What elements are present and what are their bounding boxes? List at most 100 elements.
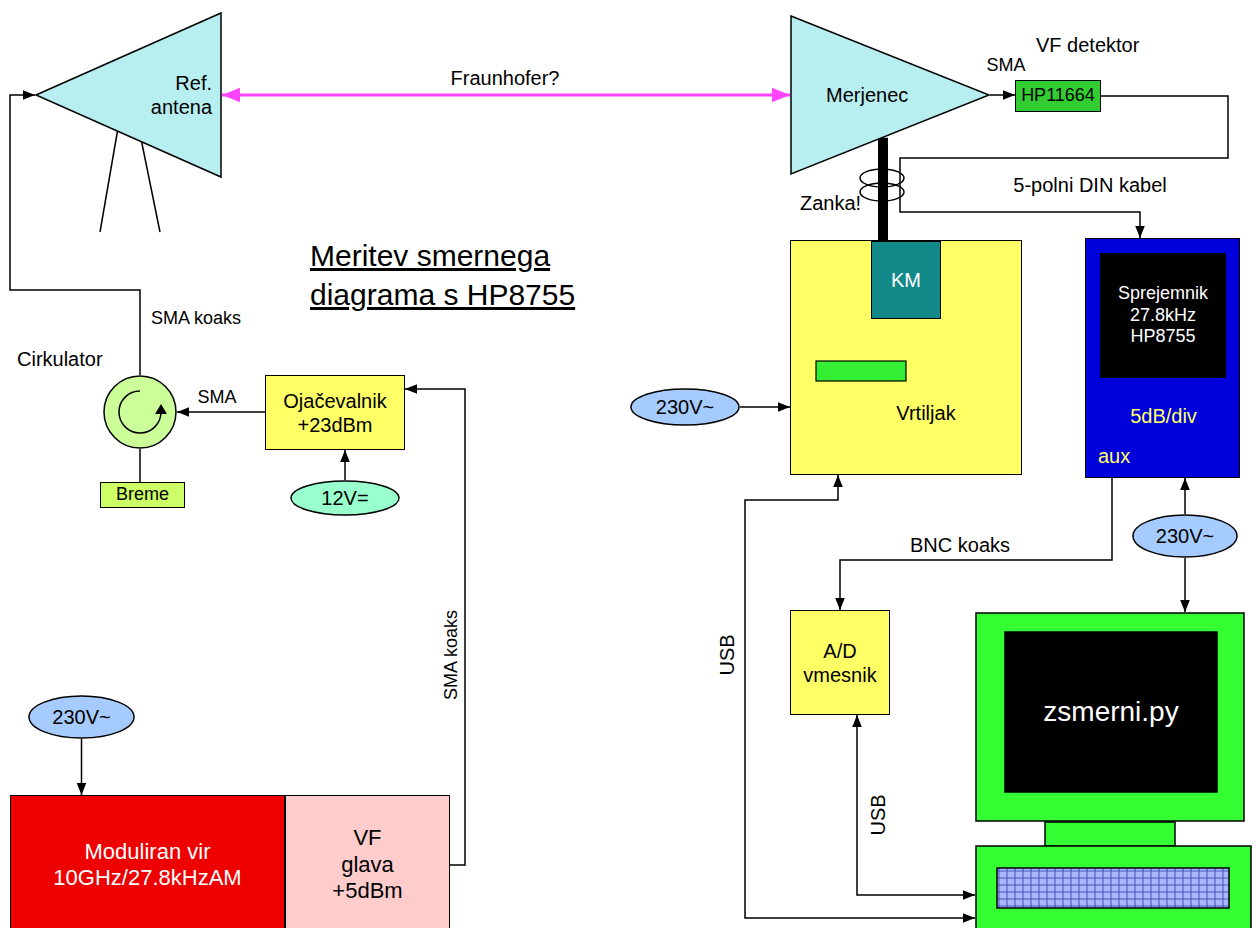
rotation-arrow [119, 391, 161, 433]
text-slot: VF detektor [1036, 33, 1139, 57]
horn-antenna: Merjenec [790, 15, 990, 175]
node-text: aux [1098, 444, 1130, 468]
connector [10, 95, 140, 375]
edge-label: 5-polni DIN kabel [1011, 174, 1168, 197]
node-text: 230V~ [1156, 524, 1214, 548]
detector-box: VF detektorHP11664 [1015, 80, 1101, 112]
motor-box: KM [871, 241, 941, 319]
shape-graphic [35, 12, 222, 178]
node-text: KM [891, 268, 921, 292]
horn-antenna: Ref. antena [35, 12, 222, 178]
text-slot: BNC koaks [908, 534, 1012, 557]
computer-node: zsmerni.py [975, 612, 1252, 928]
node-text: 12V= [321, 486, 368, 510]
node-text: Ref. antena [137, 71, 212, 119]
connector [857, 715, 975, 895]
node-text: VF glava +5dBm [330, 825, 405, 904]
text-slot: Cirkulator [17, 347, 103, 371]
connector [405, 389, 465, 865]
shape-outline [29, 696, 134, 738]
note-label: Zanka! [800, 192, 861, 215]
node-text: Merjenec [826, 83, 908, 107]
edge-label: SMA [984, 55, 1027, 76]
shape-outline [791, 16, 989, 174]
node-text: Vrtiljak [871, 401, 981, 425]
node-text: Sprejemnik 27.8kHz HP8755 [1105, 283, 1221, 348]
node-text: Ojačevalnik +23dBm [270, 389, 400, 437]
source-box: Moduliran vir 10GHz/27.8kHzAM [10, 795, 285, 928]
mains-ellipse: 230V~ [28, 695, 135, 739]
connector [81, 739, 83, 795]
node-text: 230V~ [52, 705, 110, 729]
receiver-box: 5dB/div aux Sprejemnik 27.8kHz HP8755 [1085, 238, 1240, 478]
supply-ellipse: 12V= [290, 480, 400, 516]
mount-stem [878, 138, 888, 241]
text-slot: zsmerni.py [1005, 632, 1217, 792]
turntable-box: Vrtiljak KM [790, 240, 1022, 475]
connector [222, 94, 790, 97]
interface-box: A/D vmesnik [790, 610, 890, 715]
text-slot: 5-polni DIN kabel [1011, 174, 1168, 197]
text-slot: SMA [195, 387, 238, 408]
connector [740, 406, 790, 408]
node-text: Breme [116, 484, 169, 506]
display-window [816, 361, 906, 381]
circulator-circle: Cirkulator [103, 375, 177, 449]
text-slot: USB [867, 792, 890, 837]
receiver-screen: Sprejemnik 27.8kHz HP8755 [1100, 253, 1226, 378]
edge-label: SMA koaks [441, 608, 462, 702]
connector [840, 478, 1112, 610]
text-slot: SMA [984, 55, 1027, 76]
diagram-title: Meritev smernega diagrama s HP8755 [310, 236, 640, 314]
connector [139, 449, 141, 482]
connector [990, 94, 1015, 96]
node-text: zsmerni.py [1043, 695, 1178, 729]
shape-outline [104, 376, 176, 448]
node-text: Cirkulator [17, 347, 103, 371]
edge-label: SMA [195, 387, 238, 408]
text-slot: Zanka! [800, 192, 861, 215]
connector [344, 450, 346, 480]
shape-outline [1133, 515, 1237, 557]
edge-label: SMA koaks [149, 308, 243, 329]
connector [900, 96, 1228, 238]
node-text: Moduliran vir 10GHz/27.8kHzAM [15, 839, 280, 892]
edge-label: BNC koaks [908, 534, 1012, 557]
shape-outline [36, 13, 221, 177]
text-slot: USB [716, 632, 739, 677]
monitor-stand [1045, 822, 1175, 846]
text-slot: Vrtiljak [871, 401, 981, 425]
computer-base [976, 846, 1251, 928]
shape-graphic [103, 375, 177, 449]
rotation-arrowhead [155, 404, 167, 414]
connector [1184, 558, 1186, 612]
node-text: 5dB/div [1086, 404, 1241, 428]
text-slot: aux [1098, 444, 1130, 468]
mains-ellipse: 230V~ [630, 388, 740, 426]
keyboard [997, 868, 1229, 908]
monitor-bezel [976, 613, 1244, 821]
connector [177, 411, 265, 413]
edge-label: USB [867, 792, 890, 837]
monitor-screen [1005, 632, 1217, 792]
node-text: A/D vmesnik [795, 639, 885, 687]
shape-graphic [975, 612, 1252, 928]
load-box: Breme [100, 482, 185, 508]
node-text: 230V~ [656, 395, 714, 419]
edge-label: USB [716, 632, 739, 677]
edge-label: Fraunhofer? [449, 67, 562, 90]
tripod-leg [100, 128, 118, 232]
node-text: HP11664 [1021, 85, 1095, 107]
text-slot: SMA koaks [441, 608, 462, 702]
rf-head-box: VF glava +5dBm [285, 795, 450, 928]
shape-outline [631, 389, 739, 425]
amplifier-box: Ojačevalnik +23dBm [265, 375, 405, 450]
mains-ellipse: 230V~ [1132, 514, 1238, 558]
shape-outline [291, 481, 399, 515]
text-slot: SMA koaks [149, 308, 243, 329]
text-slot: Fraunhofer? [449, 67, 562, 90]
text-slot: 5dB/div [1086, 404, 1241, 428]
